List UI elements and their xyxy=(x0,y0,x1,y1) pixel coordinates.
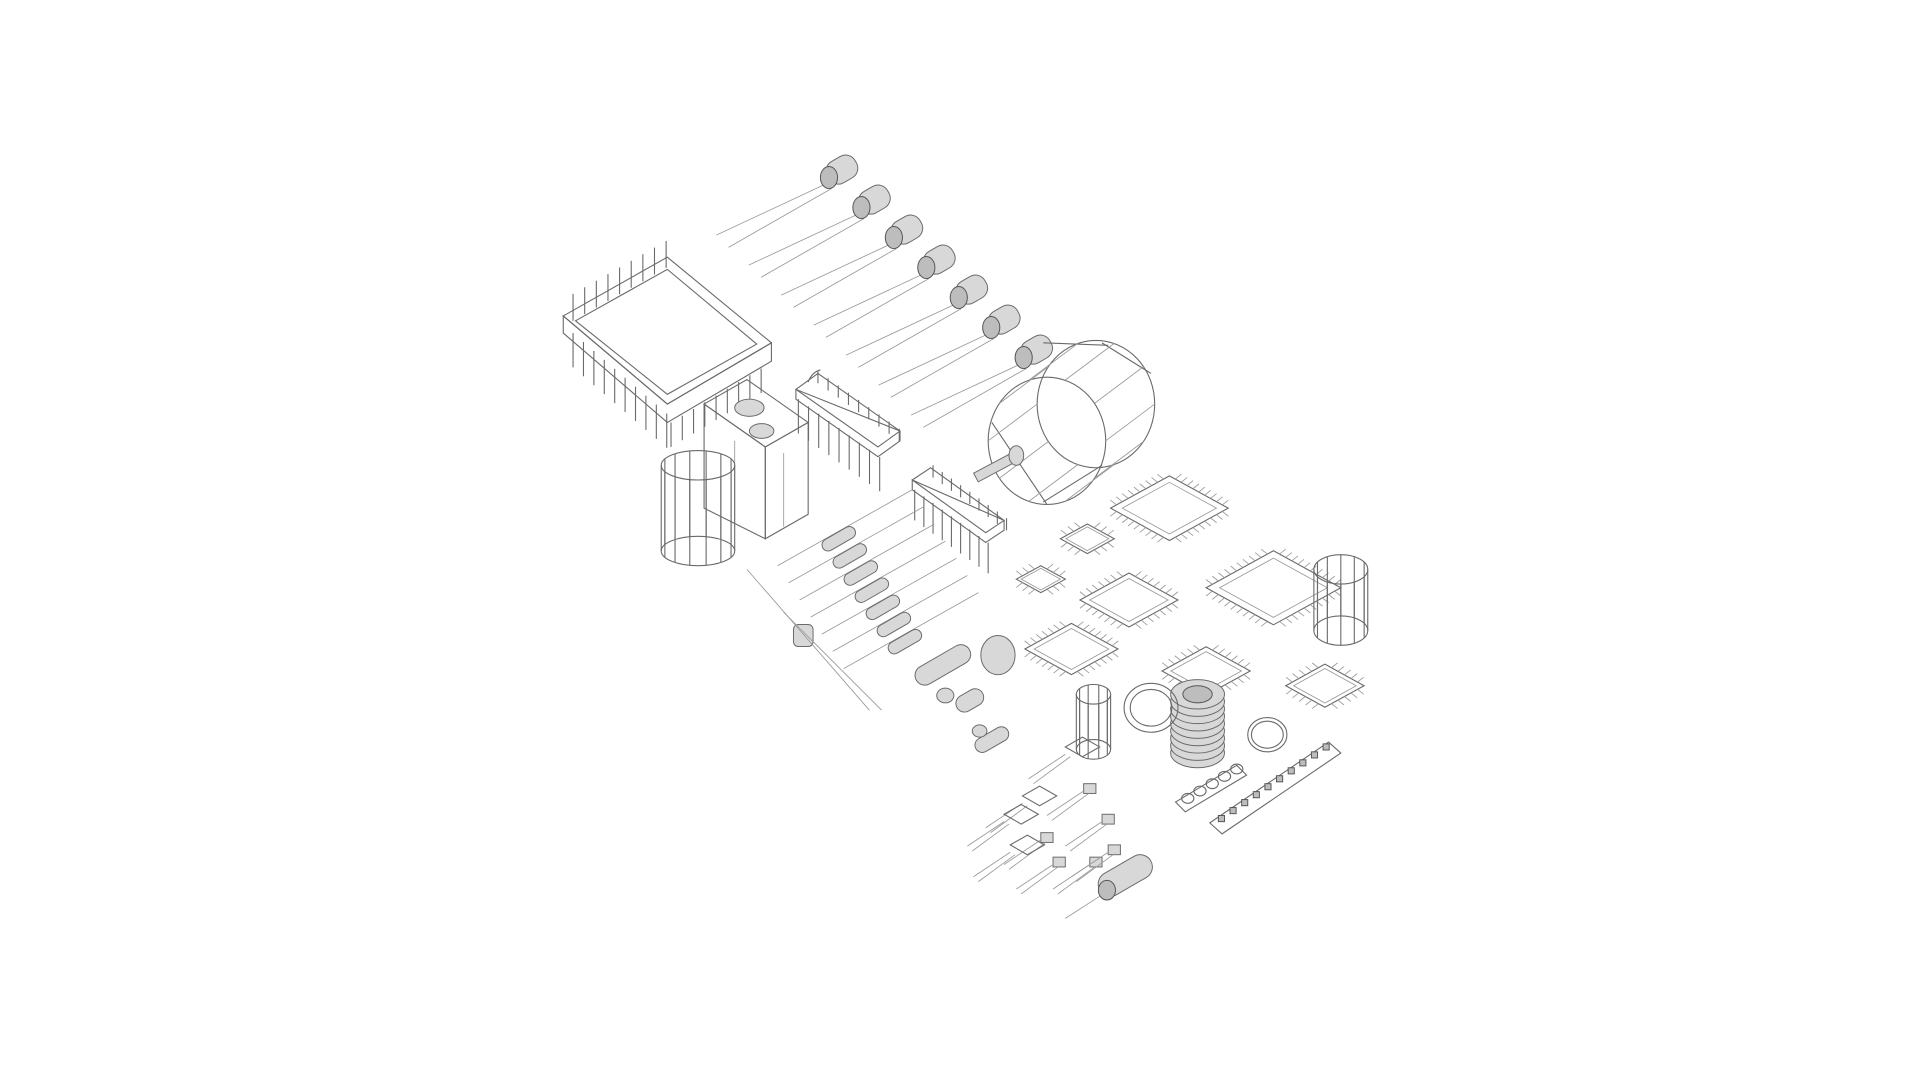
qfp-chip xyxy=(1284,662,1366,709)
led xyxy=(748,184,891,278)
transistor xyxy=(1071,844,1121,882)
capacitor-group xyxy=(746,569,1016,753)
transistor xyxy=(967,803,1040,852)
transistor xyxy=(973,834,1046,882)
qfp-chip xyxy=(1078,571,1180,629)
qfp-chip xyxy=(1023,621,1120,677)
resistor xyxy=(843,592,979,669)
resistor xyxy=(799,523,935,601)
qfp-chip xyxy=(1059,522,1116,556)
electric-motor xyxy=(972,339,1156,506)
ring xyxy=(1247,717,1288,753)
qfp-chip xyxy=(1204,548,1342,627)
resistor xyxy=(788,506,924,584)
transistor xyxy=(1065,813,1115,852)
transistor xyxy=(1028,736,1101,785)
cylindrical-capacitor-bottom xyxy=(1065,854,1153,919)
led-row xyxy=(716,154,1054,428)
led xyxy=(716,154,859,248)
qfp-chip xyxy=(1015,563,1067,595)
qfp-chip-group xyxy=(1015,473,1366,709)
transistor xyxy=(1003,832,1054,870)
resistor xyxy=(810,540,946,618)
led xyxy=(845,274,989,368)
transistor xyxy=(1046,783,1097,821)
glass-enclosure xyxy=(703,378,810,540)
wire-cage-small xyxy=(1075,683,1112,760)
led xyxy=(878,304,1021,398)
transistor xyxy=(1016,856,1066,895)
dip-ic-lower xyxy=(911,465,1008,574)
strip-connector-group xyxy=(1174,741,1342,835)
transistor xyxy=(985,785,1058,833)
resistor xyxy=(832,575,968,652)
coil-stack xyxy=(1170,679,1225,769)
strip-connector-short xyxy=(1174,763,1248,813)
strip-connector-long xyxy=(1208,741,1342,835)
small-transistor-group xyxy=(967,736,1121,895)
led xyxy=(813,244,956,338)
led xyxy=(781,214,924,308)
resistor-group xyxy=(777,489,979,669)
dip-ic-upper xyxy=(794,369,901,492)
resistor xyxy=(821,557,957,635)
led xyxy=(910,334,1054,428)
resistor xyxy=(777,489,913,567)
wire-cage-cylinder-right xyxy=(1313,554,1369,646)
wire-cage-cylinder-left xyxy=(660,450,736,567)
round-socket xyxy=(1123,682,1179,733)
large-ic-socket xyxy=(562,240,773,448)
qfp-chip xyxy=(1109,473,1230,543)
